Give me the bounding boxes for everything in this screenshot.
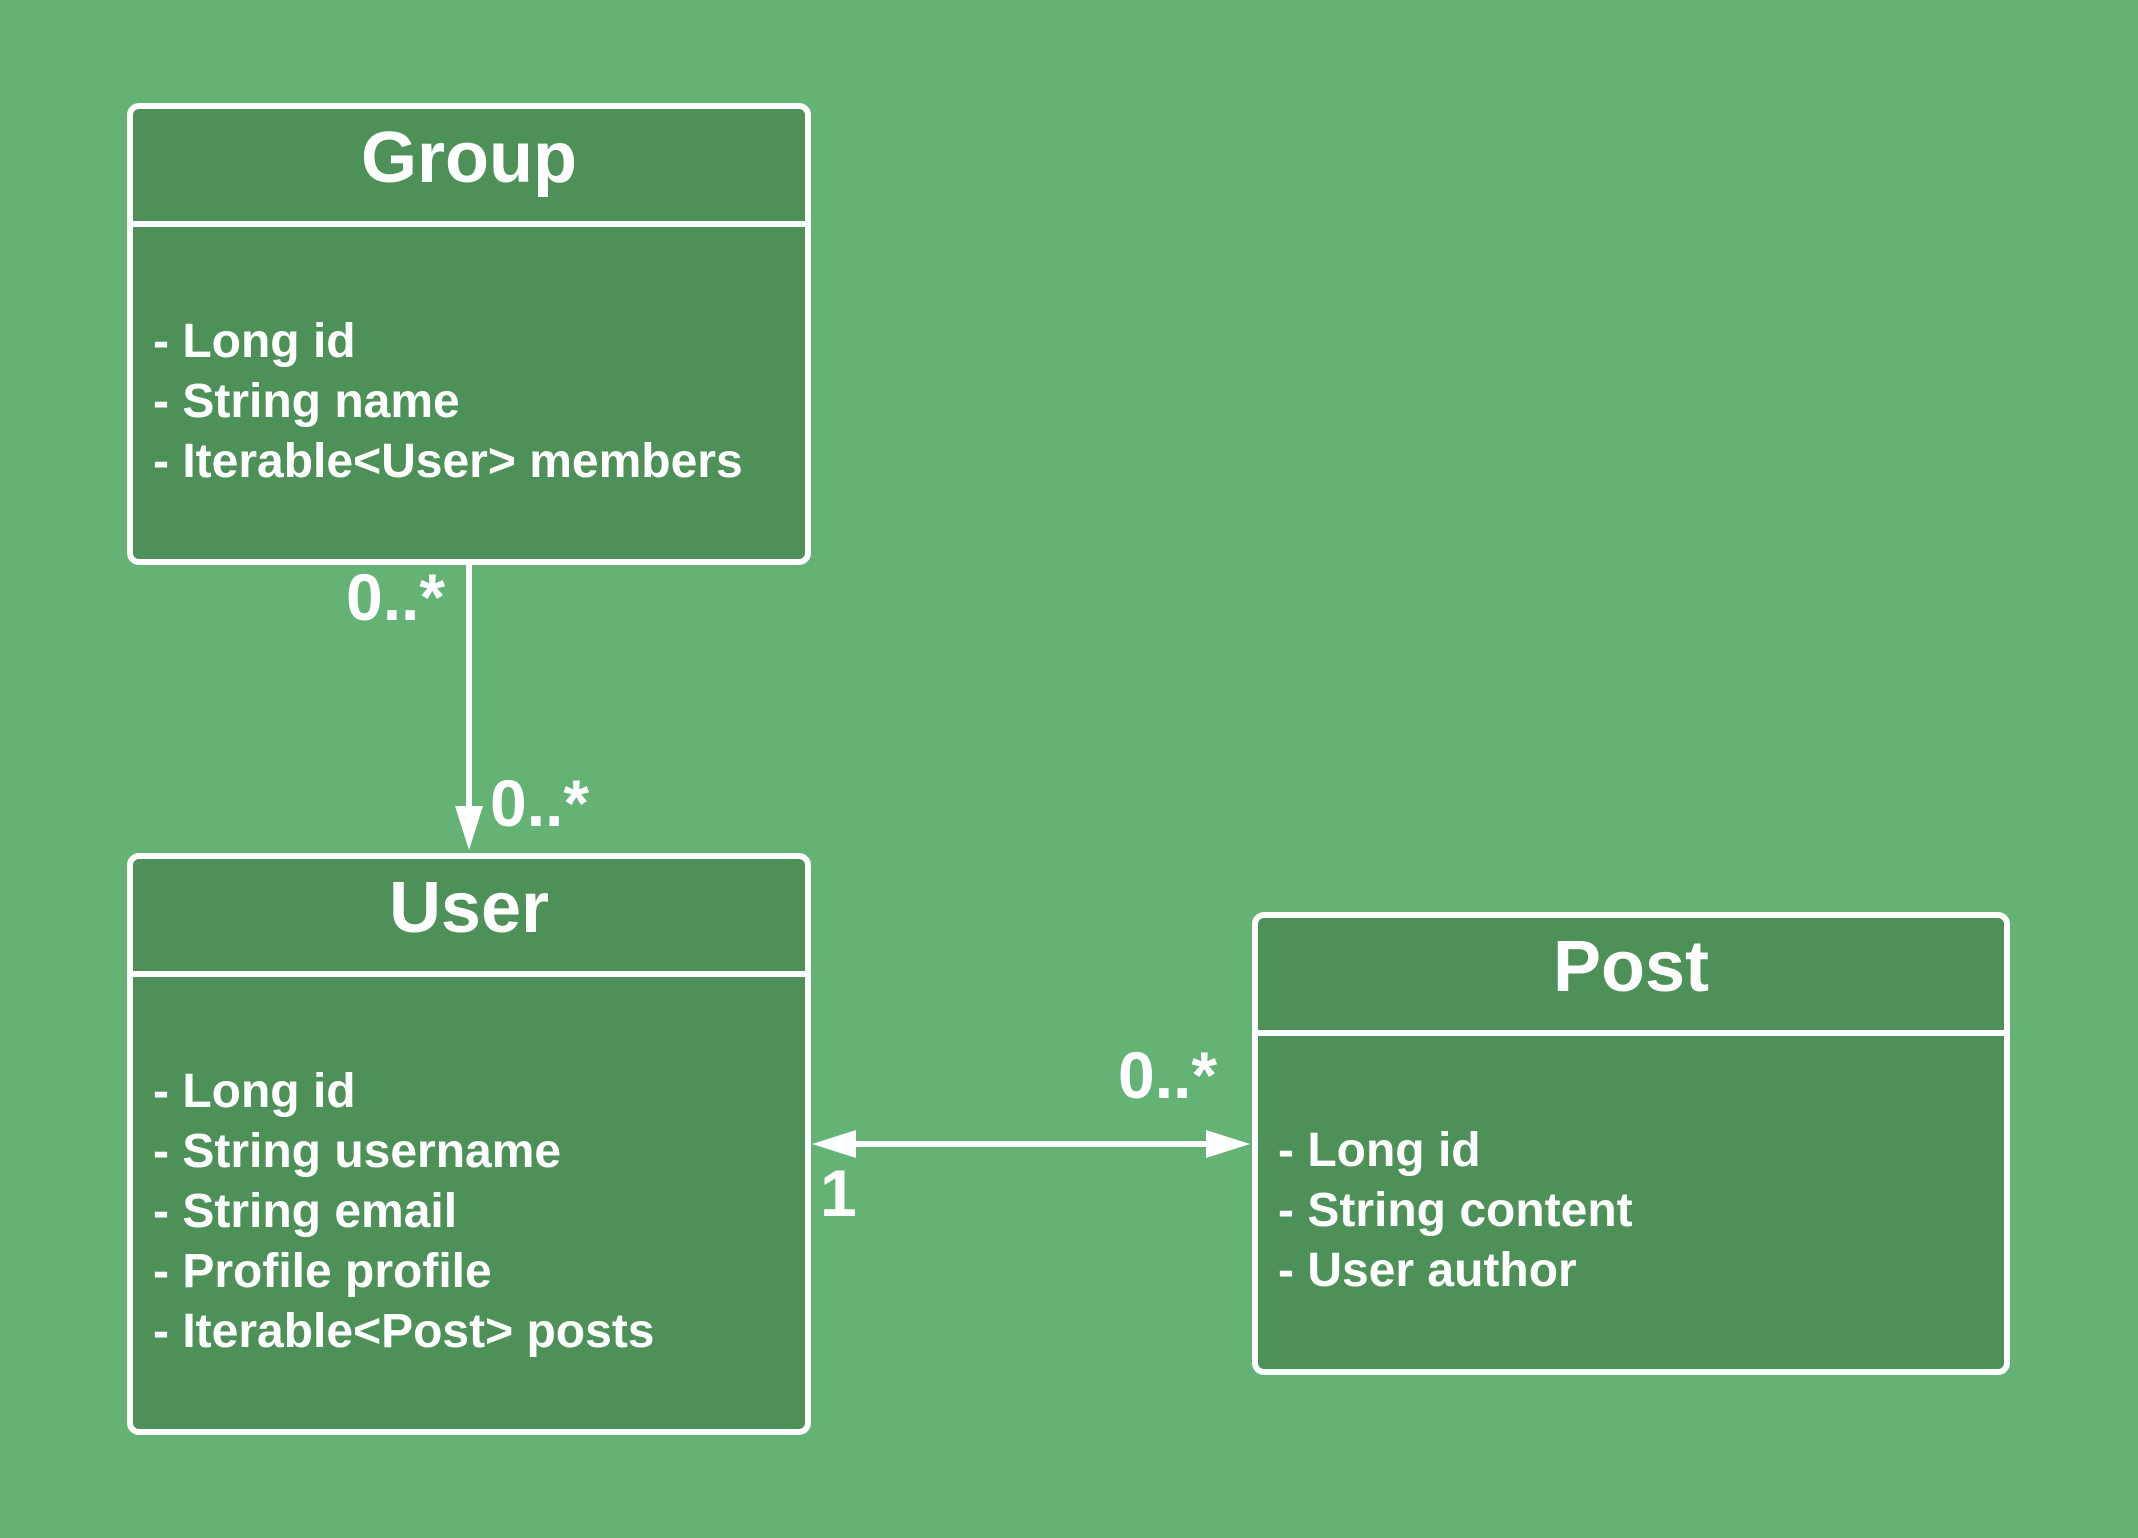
attribute: - String content [1278, 1184, 1633, 1237]
attribute: - String name [153, 375, 460, 428]
multiplicity-group-end: 0..* [346, 560, 446, 634]
class-post-header: Post [1258, 918, 2004, 1036]
attribute: - Long id [153, 1065, 356, 1118]
attribute: - Iterable<Post> posts [153, 1305, 655, 1358]
class-user-attributes: - Long id - String username - String ema… [133, 977, 805, 1429]
class-post-attributes: - Long id - String content - User author [1258, 1036, 2004, 1369]
attribute: - String username [153, 1125, 562, 1178]
attribute: - Long id [1278, 1124, 1481, 1177]
class-user[interactable]: User - Long id - String username - Strin… [127, 853, 811, 1435]
post-end-arrowhead [1206, 1130, 1250, 1158]
multiplicity-user-end-from-post: 1 [820, 1156, 857, 1230]
class-group-title: Group [361, 118, 577, 198]
class-user-title: User [388, 868, 550, 948]
attribute: - User author [1278, 1244, 1577, 1297]
class-group-attributes: - Long id - String name - Iterable<User>… [133, 227, 805, 559]
class-group-header: Group [133, 109, 805, 227]
class-post-title: Post [1552, 927, 1710, 1007]
class-post[interactable]: Post - Long id - String content - User a… [1252, 912, 2010, 1375]
group-user-arrowhead [455, 806, 483, 850]
class-user-header: User [133, 859, 805, 977]
attribute: - Iterable<User> members [153, 435, 743, 488]
attribute: - String email [153, 1185, 458, 1238]
user-end-arrowhead [812, 1130, 856, 1158]
attribute: - Long id [153, 315, 356, 368]
attribute: - Profile profile [153, 1245, 492, 1298]
class-group[interactable]: Group - Long id - String name - Iterable… [127, 103, 811, 565]
multiplicity-user-end-from-group: 0..* [490, 766, 590, 840]
multiplicity-post-end: 0..* [1118, 1038, 1218, 1112]
